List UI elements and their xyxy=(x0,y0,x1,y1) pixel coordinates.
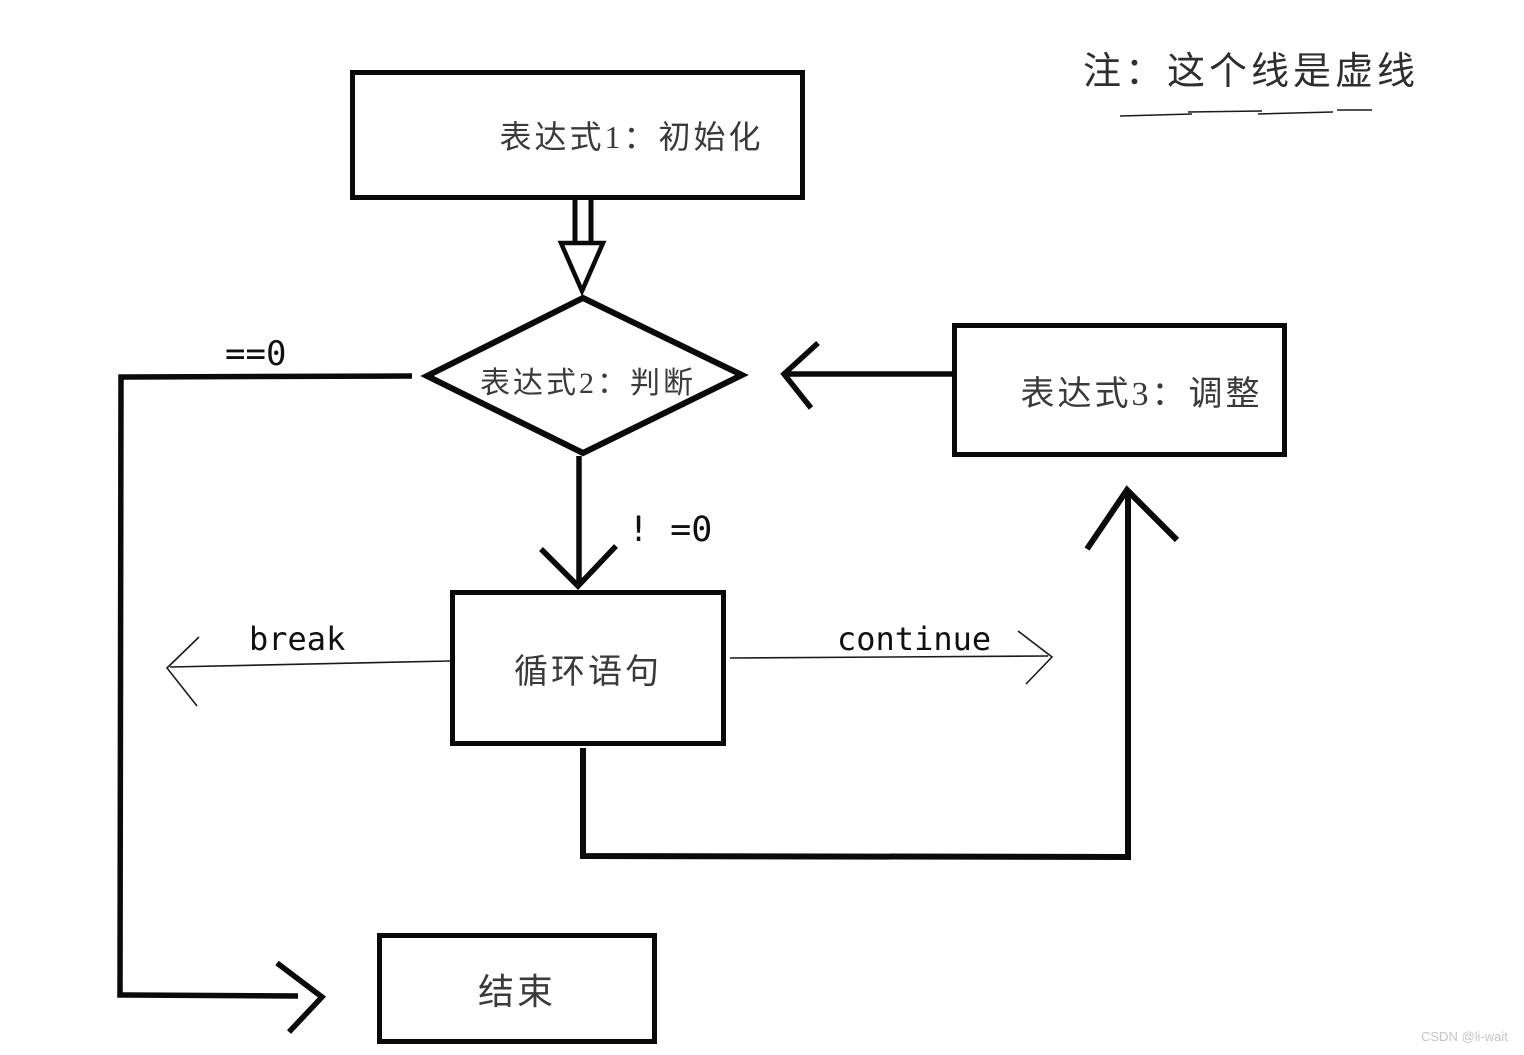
node-expr3: 表达式3：调整 xyxy=(952,323,1287,457)
edge-break xyxy=(165,636,451,707)
edge-label-eq-zero: ==0 xyxy=(225,334,287,374)
decision-diamond xyxy=(420,294,749,457)
edge-cond-to-loop xyxy=(539,456,618,590)
note-text: 注：这个线是虚线 xyxy=(1083,51,1420,93)
edge-loop-to-expr3 xyxy=(580,485,1180,861)
note-sample-line xyxy=(1119,109,1372,117)
edge-continue xyxy=(729,630,1054,685)
node-expr1-label: 表达式1：初始化 xyxy=(499,119,764,155)
node-cond-label: 表达式2：判断 xyxy=(480,367,696,400)
node-expr1: 表达式1：初始化 xyxy=(350,70,805,200)
edge-cond-to-end xyxy=(117,373,413,1034)
edge-expr1-to-cond xyxy=(557,199,607,297)
node-end: 结束 xyxy=(377,933,657,1044)
edge-label-break: break xyxy=(249,620,346,658)
edge-label-not-eq-zero: ! =0 xyxy=(628,510,713,550)
edge-label-continue: continue xyxy=(837,620,992,658)
node-end-label: 结束 xyxy=(477,971,556,1012)
node-expr3-label: 表达式3：调整 xyxy=(1020,375,1263,413)
node-loop-body: 循环语句 xyxy=(450,590,726,746)
edge-expr3-to-cond xyxy=(780,340,952,410)
watermark: CSDN @li-wait xyxy=(1421,1029,1508,1044)
node-loop-body-label: 循环语句 xyxy=(514,653,662,691)
